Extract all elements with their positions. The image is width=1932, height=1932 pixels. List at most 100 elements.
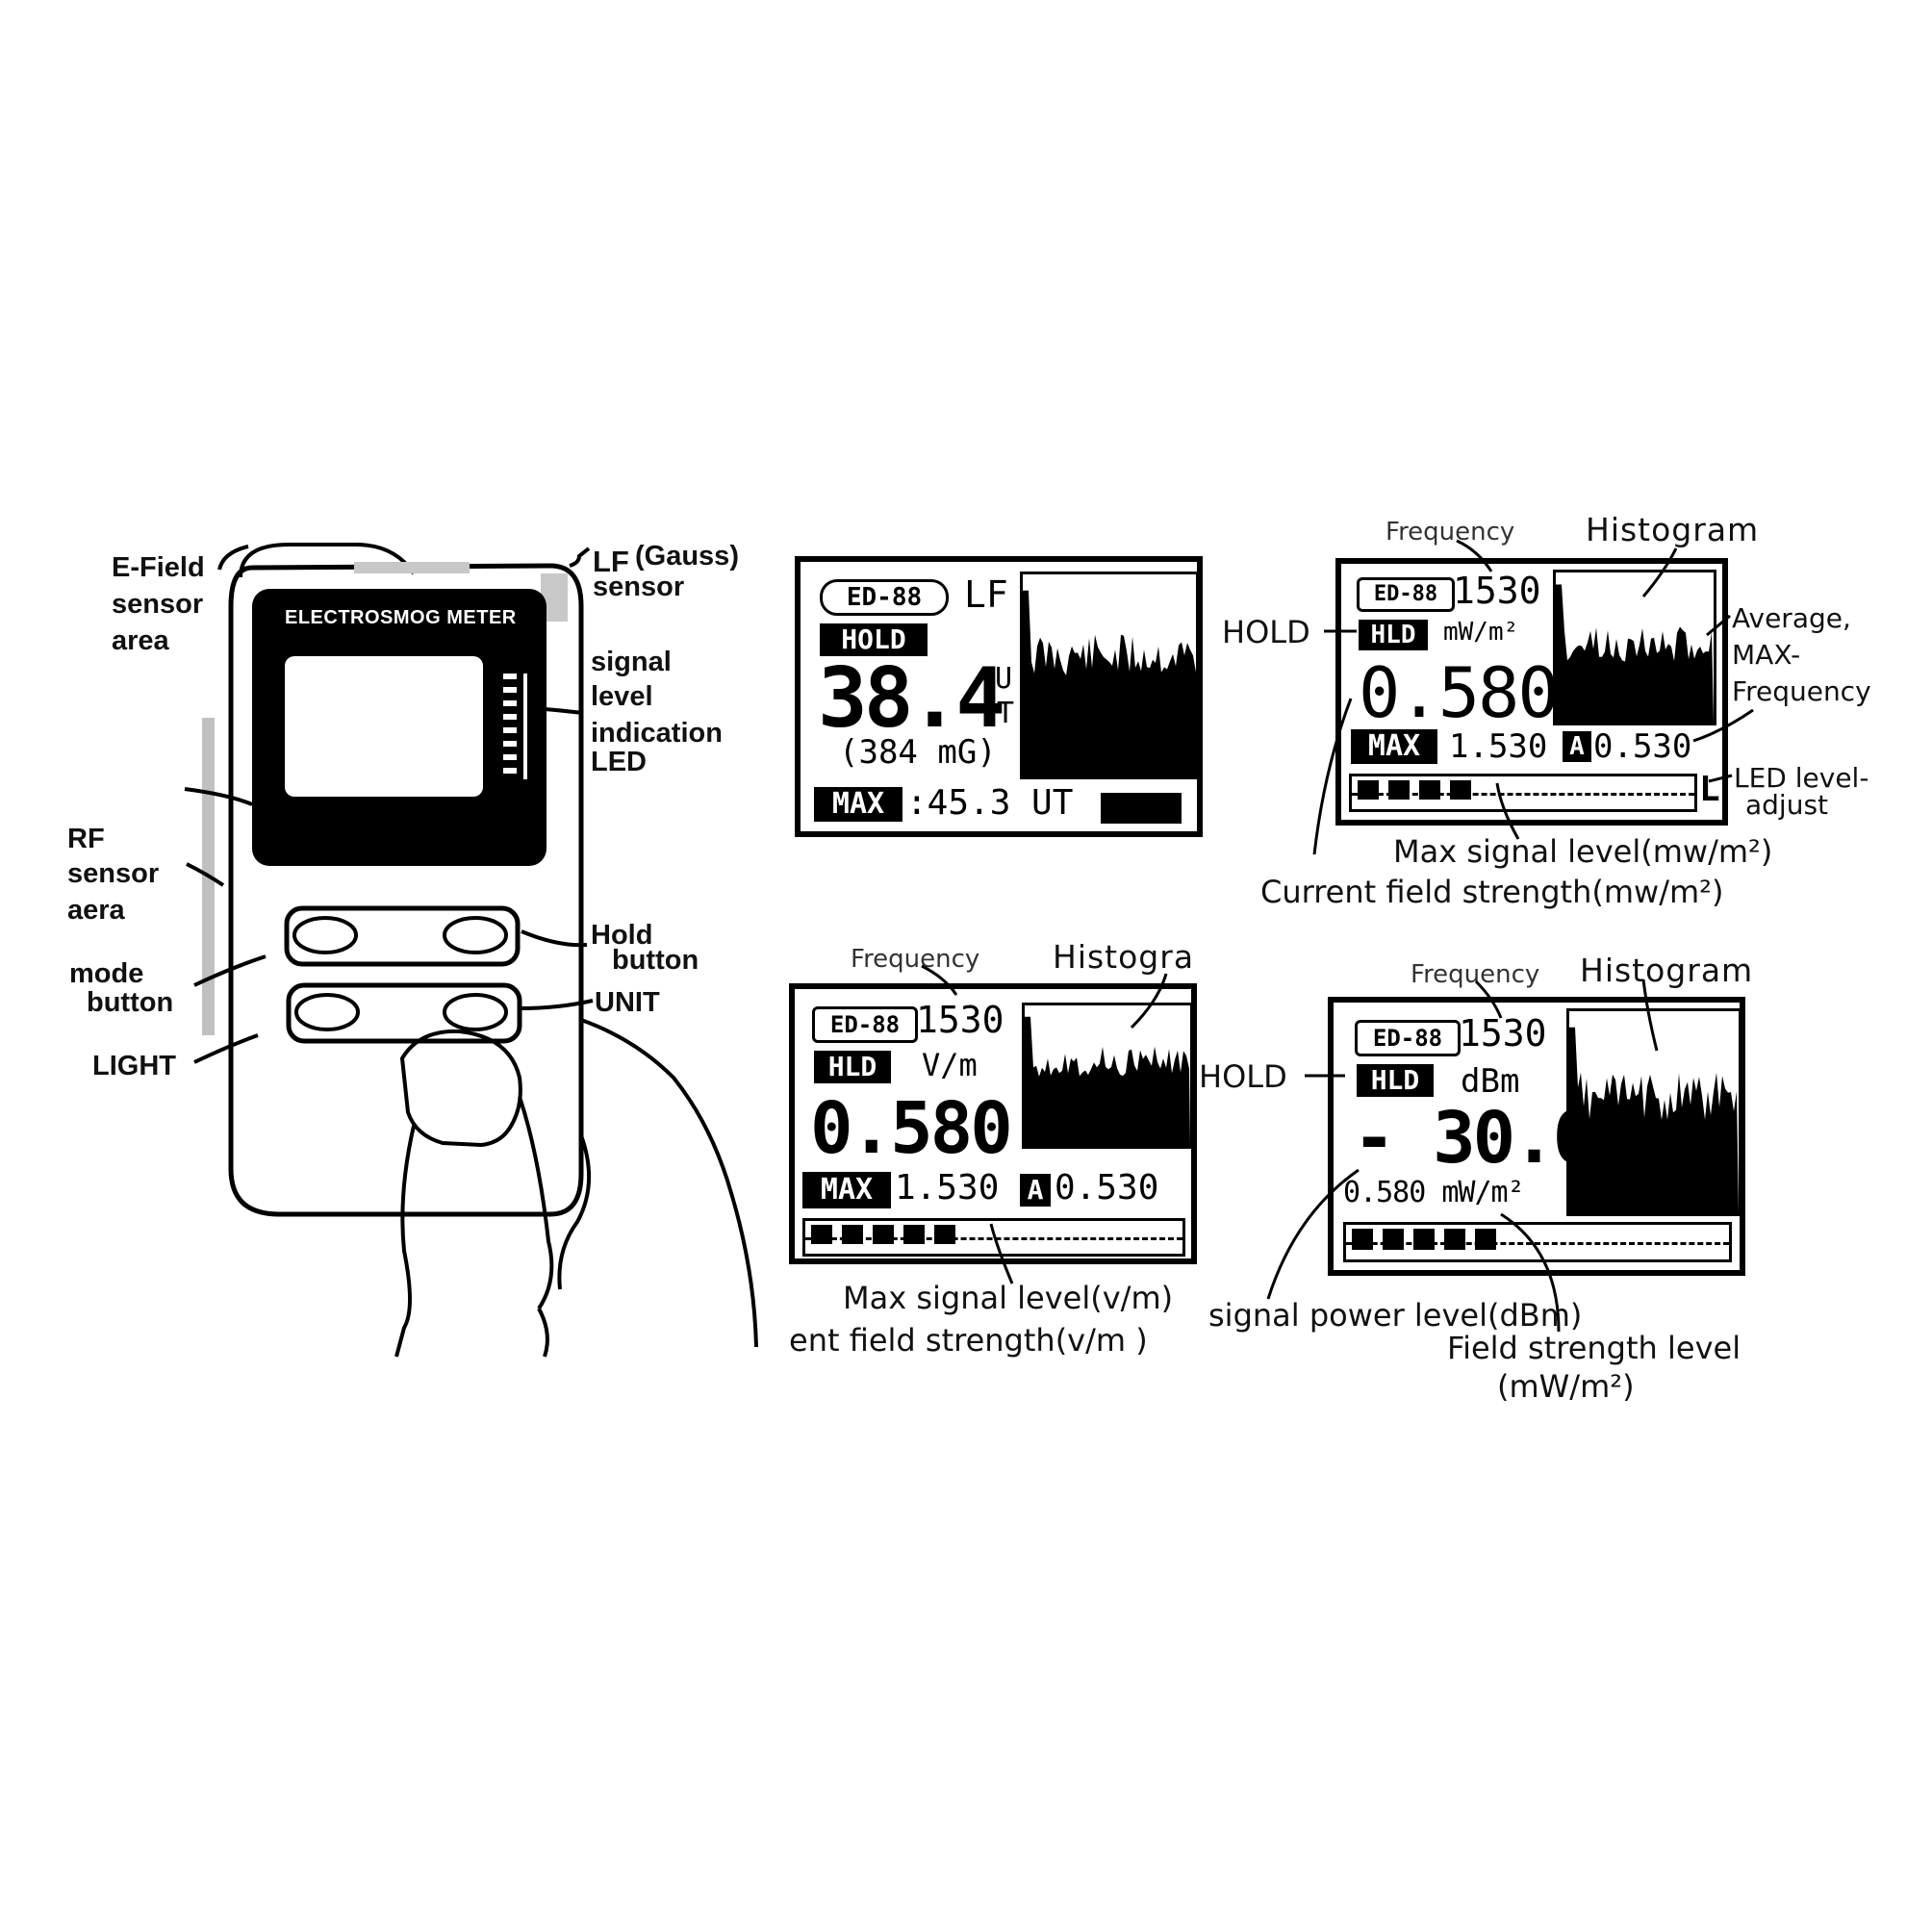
mw-unit: mW/m² [1443, 618, 1519, 647]
mw-ann-hold: HOLD [1222, 614, 1310, 650]
screen-dbm: ED-88 1530 HLD dBm - 30.0 0.580 mW/m² [1328, 997, 1745, 1276]
dbm-unit: dBm [1461, 1062, 1520, 1101]
dbm-histogram [1566, 1008, 1741, 1216]
mw-ann-frequency: Frequency [1385, 518, 1515, 547]
mode-button [292, 916, 358, 954]
led-indicator [503, 674, 527, 779]
lf-histogram [1020, 572, 1199, 779]
lf-mode: LF [964, 573, 1008, 616]
mw-ann-average-2: MAX- [1732, 639, 1801, 671]
label-efield-2: sensor [112, 589, 204, 620]
leader-lines [184, 545, 594, 1064]
display-window [285, 656, 483, 797]
lf-level-block [1101, 793, 1182, 824]
label-unit: UNIT [595, 987, 660, 1018]
dbm-model-badge: ED-88 [1355, 1020, 1461, 1056]
mw-ann-current: Current field strength(mw/m²) [1260, 874, 1724, 910]
label-mode-1: mode [69, 958, 144, 989]
dbm-ann-histogram: Histogram [1580, 952, 1754, 989]
lf-unit-top: U [995, 662, 1013, 696]
mw-avg-badge: A [1563, 731, 1591, 762]
label-signal-1: signal [591, 647, 672, 677]
level-segment [842, 1225, 863, 1244]
vm-hold-badge: HLD [814, 1051, 891, 1083]
lf-hold-badge: HOLD [820, 623, 928, 656]
unit-button [443, 993, 508, 1031]
vm-ann-histogram: Histogra [1053, 938, 1195, 976]
mw-histogram [1553, 570, 1716, 725]
mw-ann-max-signal: Max signal level(mw/m²) [1393, 833, 1773, 870]
label-rf-1: RF [67, 824, 105, 854]
light-button [294, 993, 360, 1031]
level-segment [1450, 780, 1471, 800]
label-rf-2: sensor [67, 858, 160, 889]
mw-ann-led-2: adjust [1745, 789, 1829, 821]
mw-hold-badge: HLD [1359, 620, 1428, 650]
level-segment [1388, 780, 1410, 800]
level-segment [1358, 780, 1379, 800]
vm-unit: V/m [922, 1047, 978, 1083]
mw-level-dash [1352, 793, 1694, 796]
mw-max-value: 1.530 [1449, 727, 1548, 766]
label-signal-2: level [591, 681, 653, 712]
device-body [228, 563, 584, 1217]
level-segment [1444, 1229, 1465, 1250]
screen-vm: ED-88 1530 HLD V/m 0.580 MAX 1.530 A 0.5… [789, 983, 1197, 1264]
label-efield-1: E-Field [112, 552, 205, 583]
histogram-trace [1556, 584, 1714, 723]
dbm-ann-field-unit: (mW/m²) [1497, 1368, 1635, 1405]
histogram-trace [1569, 1027, 1739, 1213]
label-signal-4: LED [591, 747, 647, 777]
lf-unit-bottom: T [997, 697, 1015, 730]
lf-max-badge: MAX [814, 787, 902, 822]
button-row-1 [284, 905, 521, 967]
mw-ann-histogram: Histogram [1586, 511, 1760, 548]
efield-sensor-strip [354, 562, 470, 573]
dbm-frequency: 1530 [1459, 1012, 1547, 1055]
level-segment [1352, 1229, 1373, 1250]
level-segment [811, 1225, 832, 1244]
label-lf: LF [593, 545, 629, 578]
level-segment [1383, 1229, 1404, 1250]
label-light: LIGHT [92, 1051, 176, 1081]
label-hold-2: button [612, 945, 699, 976]
button-row-2 [286, 982, 522, 1044]
level-segment [903, 1225, 925, 1244]
vm-avg-badge: A [1020, 1174, 1051, 1207]
dbm-value: - 30.0 [1353, 1097, 1595, 1180]
mw-ann-led-1: LED level- [1734, 762, 1869, 794]
vm-model-badge: ED-88 [812, 1006, 918, 1043]
vm-frequency: 1530 [916, 999, 1004, 1041]
histogram-trace [1025, 1016, 1190, 1146]
vm-max-value: 1.530 [895, 1168, 1000, 1208]
mw-led-adjust: L [1699, 770, 1720, 809]
label-lf-gauss: (Gauss) [635, 541, 739, 572]
device-title: ELECTROSMOG METER [285, 607, 517, 628]
dbm-ann-hold: HOLD [1199, 1058, 1287, 1095]
dbm-ann-field: Field strength level [1447, 1330, 1741, 1366]
label-hold-1: Hold [591, 920, 653, 951]
dbm-sub-value: 0.580 mW/m² [1343, 1176, 1525, 1209]
mw-frequency: 1530 [1453, 570, 1541, 612]
mw-model-badge: ED-88 [1357, 577, 1455, 612]
hold-button [443, 916, 508, 954]
vm-avg-value: 0.530 [1055, 1168, 1159, 1208]
vm-ann-frequency: Frequency [851, 945, 980, 974]
lf-max-value: :45.3 UT [906, 783, 1074, 823]
dbm-ann-frequency: Frequency [1411, 960, 1540, 989]
efield-sensor-arc [239, 543, 416, 578]
label-rf-3: aera [67, 895, 125, 926]
dbm-level-bar [1343, 1222, 1732, 1262]
level-segment [1419, 780, 1440, 800]
vm-ann-current: ent field strength(v/m ) [789, 1322, 1148, 1359]
mw-max-badge: MAX [1351, 729, 1437, 764]
level-segment [934, 1225, 955, 1244]
hand-drawing [394, 1018, 758, 1358]
level-segment [1413, 1229, 1435, 1250]
label-efield-3: area [112, 625, 169, 656]
label-signal-3: indication [591, 718, 723, 749]
mw-value: 0.580 [1359, 652, 1560, 733]
histogram-trace [1023, 590, 1196, 776]
